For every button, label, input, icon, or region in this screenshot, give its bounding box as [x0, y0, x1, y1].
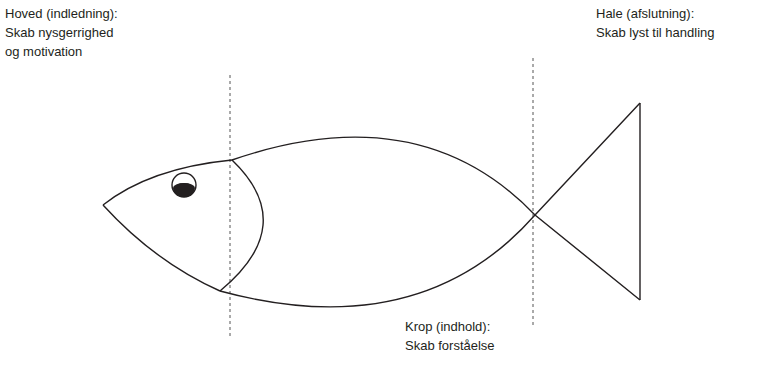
fish-pupil — [174, 183, 194, 197]
divider-line — [533, 58, 534, 326]
divider-line — [230, 75, 231, 338]
fish-outline — [103, 205, 220, 291]
tail-edge — [639, 103, 640, 300]
fish-outline — [103, 160, 232, 205]
part-description: Skab lyst til handling — [596, 23, 756, 42]
fish-outline — [220, 103, 640, 307]
part-heading: Krop (indhold): — [405, 317, 605, 336]
part-description: Skab forståelse — [405, 336, 605, 355]
part-heading: Hale (afslutning): — [596, 4, 756, 23]
fish-outline — [232, 137, 640, 300]
gill-arc — [220, 160, 263, 291]
part-description: Skab nysgerrighed og motivation — [5, 23, 127, 61]
fish-pupil — [173, 183, 195, 197]
fish-eye — [172, 173, 196, 197]
part-heading: Hoved (indledning): — [5, 4, 205, 23]
